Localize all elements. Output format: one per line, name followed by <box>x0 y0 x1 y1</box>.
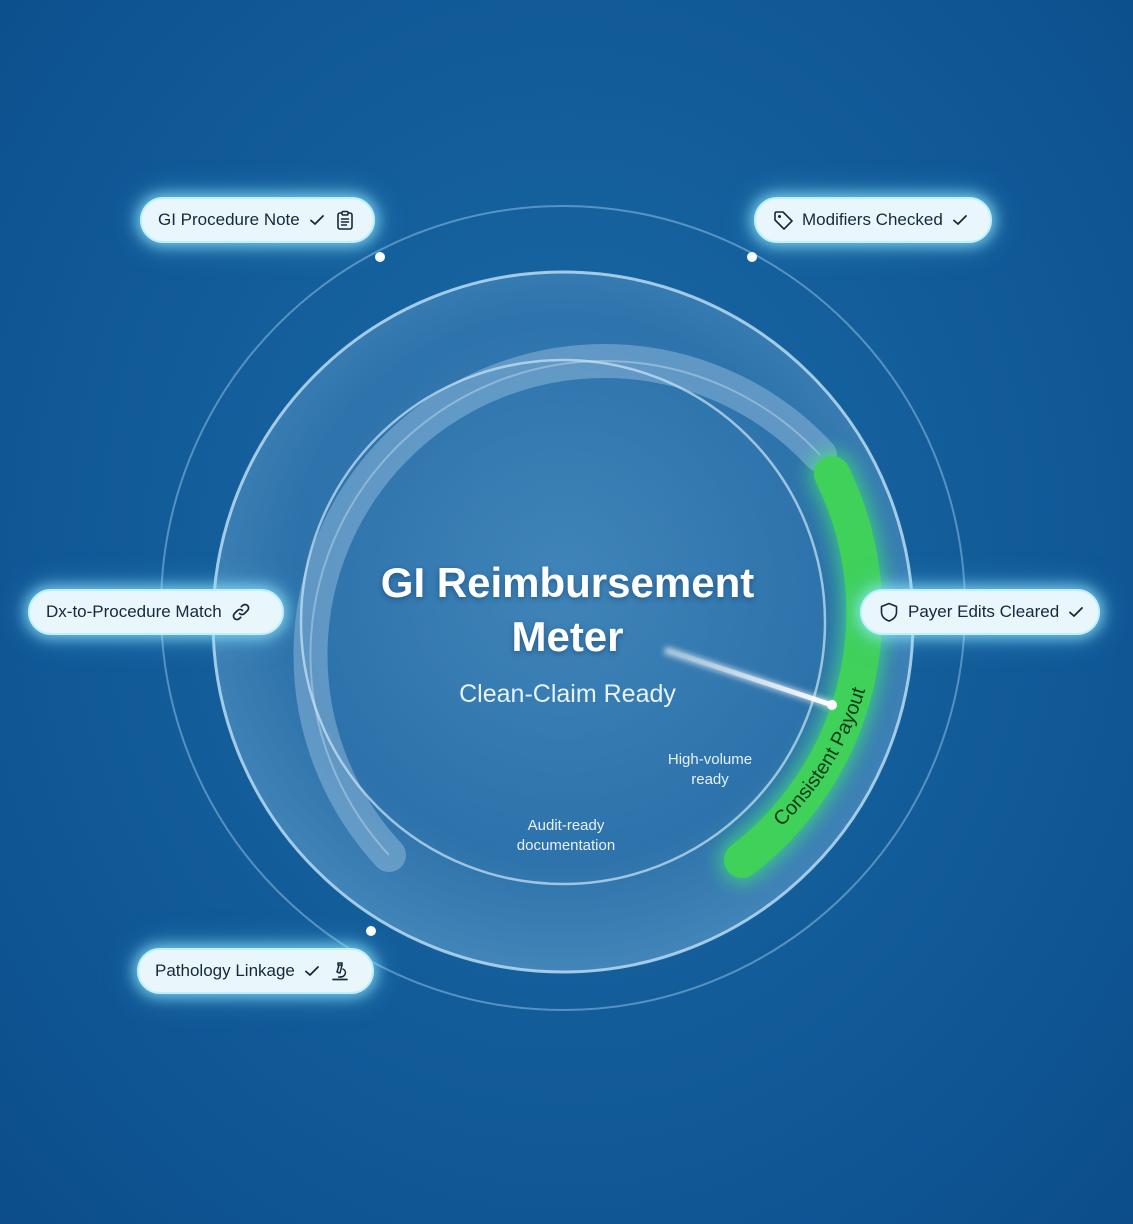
check-icon <box>303 962 321 980</box>
green-payout-zone <box>724 456 883 878</box>
checkpoint-label: Modifiers Checked <box>802 210 943 229</box>
meter-title-line2: Meter <box>511 613 624 660</box>
checkpoint-payer-edits-cleared[interactable]: Payer Edits Cleared <box>860 589 1100 635</box>
connector-dot <box>747 252 757 262</box>
checkpoint-pathology-linkage[interactable]: Pathology Linkage <box>137 948 374 994</box>
microscope-icon <box>329 960 351 982</box>
meter-subtitle: Clean-Claim Ready <box>459 680 676 708</box>
clipboard-icon <box>334 209 356 231</box>
meter-title-line1: GI Reimbursement <box>380 559 755 606</box>
checkpoint-gi-procedure-note[interactable]: GI Procedure Note <box>140 197 375 243</box>
tag-icon <box>772 209 794 231</box>
checkpoint-label: Dx-to-Procedure Match <box>46 602 222 621</box>
meter-inner-ring <box>299 358 827 886</box>
checkpoint-dx-to-procedure-match[interactable]: Dx-to-Procedure Match <box>28 589 284 635</box>
checkpoint-label: GI Procedure Note <box>158 210 300 229</box>
checkpoint-label: Pathology Linkage <box>155 961 295 980</box>
meter-track <box>293 343 837 872</box>
checkpoint-label: Payer Edits Cleared <box>908 602 1060 621</box>
shield-icon <box>878 601 900 623</box>
check-icon <box>1067 603 1085 621</box>
link-icon <box>230 601 252 623</box>
meter-title: GI Reimbursement Meter <box>330 556 805 664</box>
meter-needle <box>657 645 835 708</box>
connector-dot <box>366 926 376 936</box>
connector-dot <box>375 252 385 262</box>
checkpoint-modifiers-checked[interactable]: Modifiers Checked <box>754 197 992 243</box>
check-icon <box>951 211 969 229</box>
check-icon <box>308 211 326 229</box>
